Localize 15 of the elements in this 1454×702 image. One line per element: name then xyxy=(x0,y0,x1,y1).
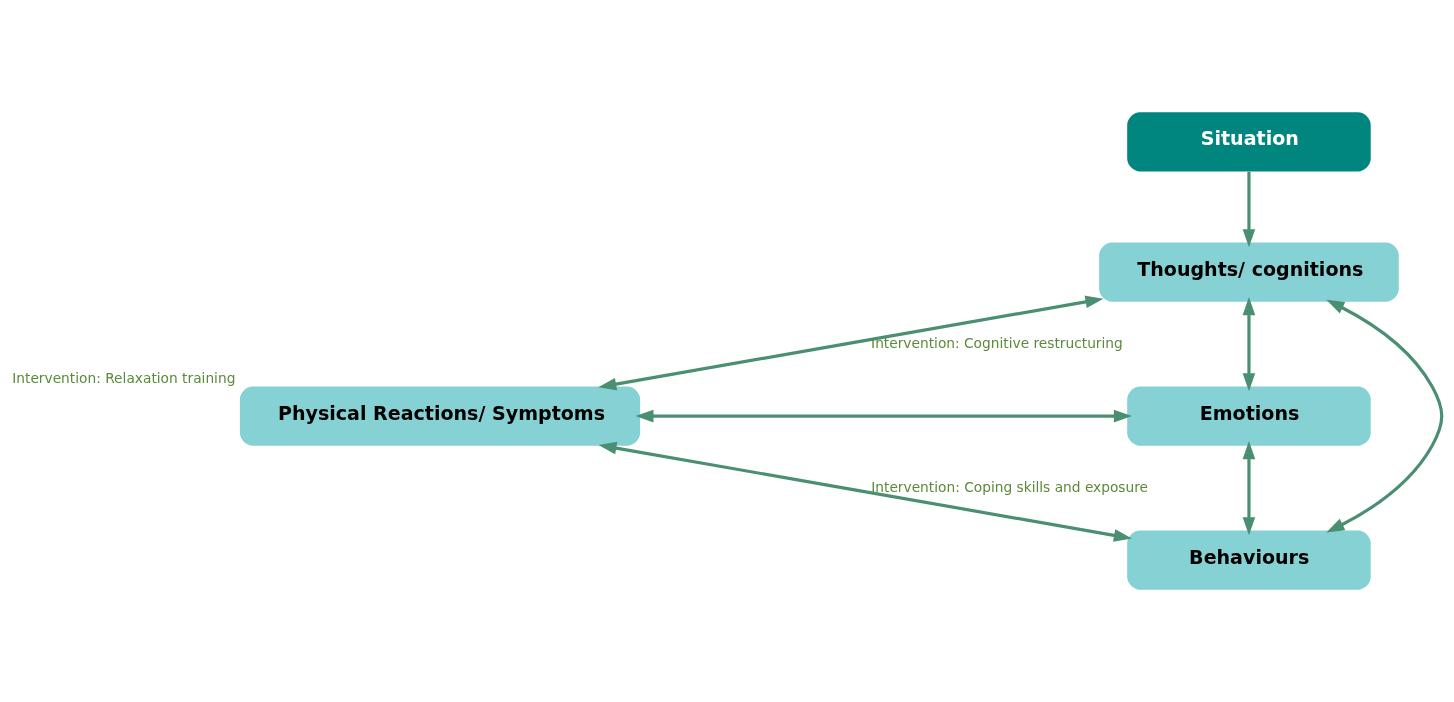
arrow xyxy=(1326,299,1444,533)
node-box: Physical Reactions/ Symptoms xyxy=(239,386,641,446)
node-label: Intervention: Relaxation training xyxy=(12,369,236,386)
node-box: Behaviours xyxy=(1127,530,1371,590)
edge-label: Intervention: Cognitive restructuring xyxy=(871,334,1123,351)
arrow xyxy=(598,295,1104,391)
node-box: Thoughts/ cognitions xyxy=(1099,242,1399,302)
edge-label: Intervention: Coping skills and exposure xyxy=(871,478,1149,495)
arrow xyxy=(1242,171,1256,248)
arrow xyxy=(598,441,1132,542)
node-box: Emotions xyxy=(1127,386,1371,446)
arrow xyxy=(635,409,1132,423)
arrow xyxy=(1242,297,1256,392)
node-box: Situation xyxy=(1127,112,1371,172)
arrow xyxy=(1242,441,1256,536)
